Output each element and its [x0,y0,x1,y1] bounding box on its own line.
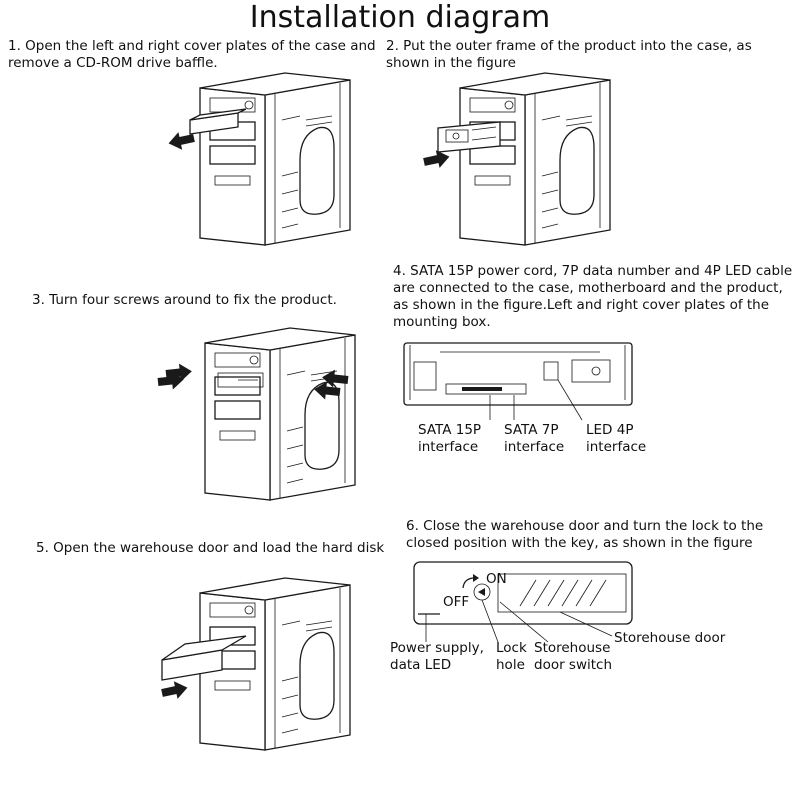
step-2-text: 2. Put the outer frame of the product in… [386,38,752,71]
lock-on-label: ON [486,571,507,587]
step-4-text: 4. SATA 15P power cord, 7P data number a… [393,263,793,330]
lock-hole-label: Lock hole [496,640,527,673]
step-3-illustration [157,327,356,501]
step-5-text: 5. Open the warehouse door and load the … [36,540,385,556]
power-led-label: Power supply, data LED [390,640,484,673]
sata-7p-label: SATA 7P interface [504,422,565,455]
step-1-illustration [166,72,351,246]
step-6-front-panel [413,561,633,643]
storehouse-door-label: Storehouse door [614,630,726,646]
door-switch-label: Storehouse door switch [534,640,613,673]
sata-15p-label: SATA 15P interface [418,422,482,455]
lock-off-label: OFF [443,594,470,610]
step-5-illustration [160,577,351,751]
step-4-rear-view [403,342,633,421]
step-3-text: 3. Turn four screws around to fix the pr… [32,292,337,308]
step-1-text: 1. Open the left and right cover plates … [8,38,376,71]
step-6-text: 6. Close the warehouse door and turn the… [406,518,764,551]
led-4p-label: LED 4P interface [586,422,647,455]
page-title: Installation diagram [249,0,551,35]
step-2-illustration [422,72,611,246]
